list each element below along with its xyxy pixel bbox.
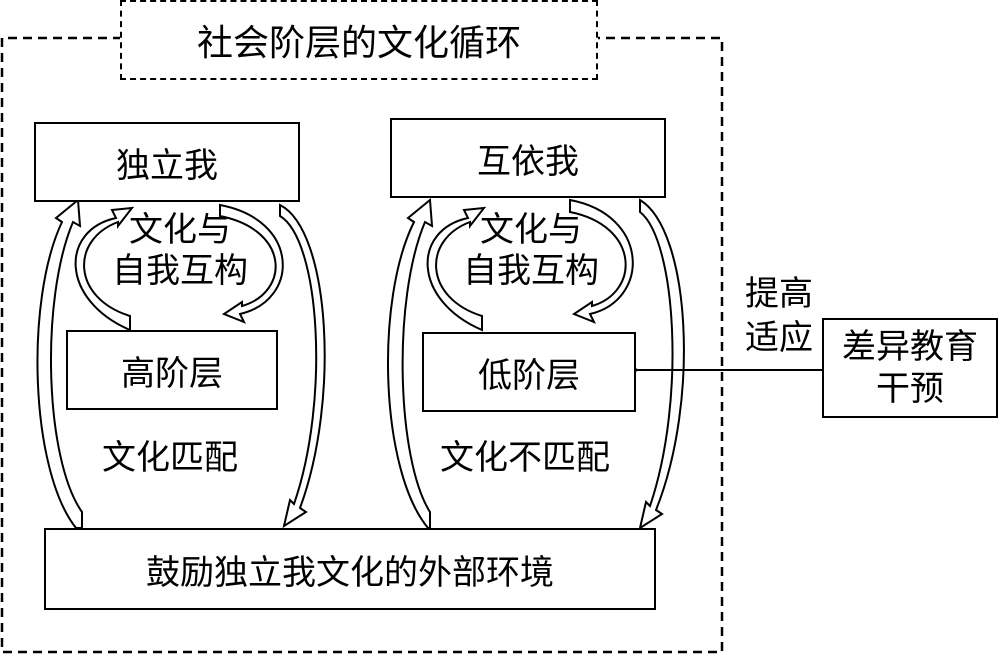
independent-self-label: 独立我 [116, 145, 218, 186]
left-inner-up-arrow [74, 206, 135, 332]
low-class-label: 低阶层 [478, 355, 580, 396]
right-outer-down-arrow [638, 198, 685, 531]
left-inner-down-arrow [219, 203, 284, 324]
independent-self-box: 独立我 [34, 122, 300, 202]
right-inner-loop-label-line1: 文化与 [480, 210, 582, 250]
outer-dashed-frame [0, 36, 724, 654]
differential-education-box: 差异教育 干预 [822, 318, 998, 418]
improve-adaptation-line1: 提高 [745, 274, 813, 314]
cultural-match-label: 文化匹配 [102, 438, 238, 478]
left-inner-loop-label-line1: 文化与 [129, 210, 231, 250]
title-box: 社会阶层的文化循环 [120, 0, 598, 80]
low-class-box: 低阶层 [422, 332, 636, 412]
left-inner-loop-label: 文化与 自我互构 [100, 210, 260, 292]
right-inner-loop-label-line2: 自我互构 [463, 250, 599, 291]
right-inner-down-arrow [569, 198, 634, 324]
improve-adaptation-label: 提高 适应 [734, 272, 824, 360]
external-environment-box: 鼓励独立我文化的外部环境 [44, 528, 656, 610]
right-outer-up-arrow [387, 198, 434, 529]
differential-education-line2: 干预 [876, 369, 944, 409]
interdependent-self-label: 互依我 [477, 141, 579, 182]
left-outer-down-arrow [279, 203, 326, 529]
title-text: 社会阶层的文化循环 [196, 23, 521, 64]
high-class-label: 高阶层 [121, 353, 223, 394]
right-inner-up-arrow [426, 206, 487, 332]
left-inner-loop-label-line2: 自我互构 [112, 250, 248, 291]
left-outer-up-arrow [36, 198, 83, 529]
external-environment-label: 鼓励独立我文化的外部环境 [146, 552, 554, 593]
interdependent-self-box: 互依我 [390, 118, 666, 198]
right-inner-loop-label: 文化与 自我互构 [446, 210, 616, 292]
differential-education-line1: 差异教育 [842, 326, 978, 367]
improve-adaptation-line2: 适应 [745, 318, 813, 359]
high-class-box: 高阶层 [66, 330, 278, 410]
cultural-mismatch-label: 文化不匹配 [440, 438, 610, 478]
